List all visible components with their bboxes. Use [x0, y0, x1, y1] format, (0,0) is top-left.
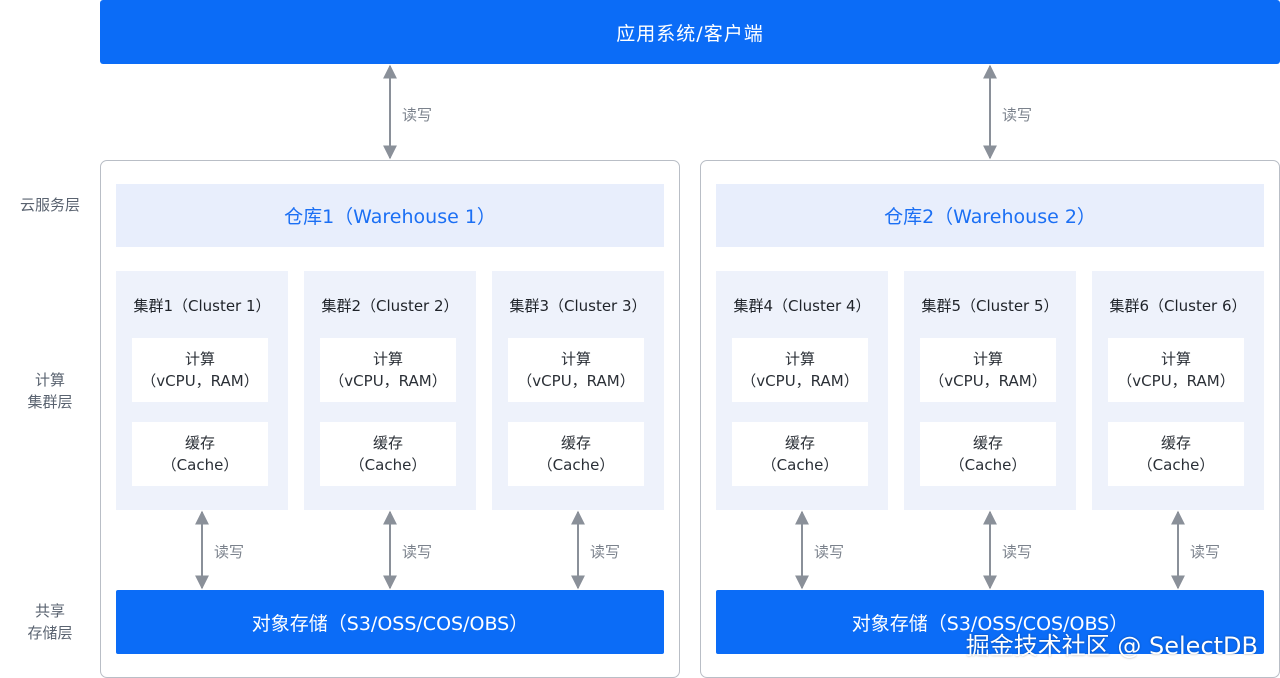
cache-detail: （Cache） [537, 456, 615, 474]
warehouse-1-header: 仓库1（Warehouse 1） [116, 184, 664, 247]
compute-detail: （vCPU，RAM） [1117, 372, 1235, 390]
cache-label: 缓存 [560, 434, 591, 452]
cache-detail: （Cache） [761, 456, 839, 474]
warehouse-2-title: 仓库2（Warehouse 2） [884, 206, 1096, 228]
rw-label-app-wh2: 读写 [1002, 106, 1033, 124]
compute-label: 计算 [372, 350, 403, 368]
cluster-1-compute: 计算 （vCPU，RAM） [132, 338, 268, 402]
cluster-1-title: 集群1（Cluster 1） [133, 297, 271, 315]
rw-label-app-wh1: 读写 [402, 106, 433, 124]
warehouse-1-storage-label: 对象存储（S3/OSS/COS/OBS） [251, 612, 529, 635]
layer-label-compute: 计算 集群层 [0, 369, 100, 413]
cache-detail: （Cache） [1137, 456, 1215, 474]
cache-detail: （Cache） [161, 456, 239, 474]
warehouse-2-storage-label: 对象存储（S3/OSS/COS/OBS） [851, 612, 1129, 635]
cluster-4-cache: 缓存 （Cache） [732, 422, 868, 486]
cache-detail: （Cache） [349, 456, 427, 474]
compute-label: 计算 [560, 350, 591, 368]
rw-label-cluster-1: 读写 [214, 543, 245, 561]
rw-label-cluster-6: 读写 [1190, 543, 1221, 561]
cache-label: 缓存 [1160, 434, 1191, 452]
cluster-6-title: 集群6（Cluster 6） [1109, 297, 1247, 315]
rw-label-cluster-4: 读写 [814, 543, 845, 561]
cluster-1-cache: 缓存 （Cache） [132, 422, 268, 486]
cluster-3-compute: 计算 （vCPU，RAM） [508, 338, 644, 402]
layer-compute-line2: 集群层 [27, 393, 73, 411]
warehouse-1-title: 仓库1（Warehouse 1） [284, 206, 496, 228]
layer-storage-line2: 存储层 [27, 624, 73, 642]
cluster-3-cache: 缓存 （Cache） [508, 422, 644, 486]
cluster-2-title: 集群2（Cluster 2） [321, 297, 459, 315]
cluster-6-compute: 计算 （vCPU，RAM） [1108, 338, 1244, 402]
layer-label-storage: 共享 存储层 [0, 600, 100, 644]
cluster-6: 集群6（Cluster 6） 计算 （vCPU，RAM） 缓存 （Cache） [1092, 271, 1264, 510]
compute-label: 计算 [972, 350, 1003, 368]
compute-detail: （vCPU，RAM） [329, 372, 447, 390]
warehouse-2-object-storage: 对象存储（S3/OSS/COS/OBS） [716, 590, 1264, 654]
app-system-client-bar: 应用系统/客户端 [100, 0, 1280, 64]
rw-label-cluster-5: 读写 [1002, 543, 1033, 561]
rw-label-cluster-2: 读写 [402, 543, 433, 561]
cluster-5: 集群5（Cluster 5） 计算 （vCPU，RAM） 缓存 （Cache） [904, 271, 1076, 510]
cluster-2: 集群2（Cluster 2） 计算 （vCPU，RAM） 缓存 （Cache） [304, 271, 476, 510]
cluster-2-compute: 计算 （vCPU，RAM） [320, 338, 456, 402]
cache-detail: （Cache） [949, 456, 1027, 474]
cluster-1: 集群1（Cluster 1） 计算 （vCPU，RAM） 缓存 （Cache） [116, 271, 288, 510]
layer-service-text: 云服务层 [19, 196, 80, 214]
cluster-3: 集群3（Cluster 3） 计算 （vCPU，RAM） 缓存 （Cache） [492, 271, 664, 510]
cluster-3-title: 集群3（Cluster 3） [509, 297, 647, 315]
compute-label: 计算 [784, 350, 815, 368]
layer-storage-line1: 共享 [34, 602, 65, 620]
warehouse-1-object-storage: 对象存储（S3/OSS/COS/OBS） [116, 590, 664, 654]
compute-detail: （vCPU，RAM） [929, 372, 1047, 390]
cluster-2-cache: 缓存 （Cache） [320, 422, 456, 486]
cluster-5-cache: 缓存 （Cache） [920, 422, 1056, 486]
app-bar-label: 应用系统/客户端 [616, 22, 764, 45]
watermark: 掘金技术社区 @ SelectDB [965, 632, 1258, 660]
cluster-5-title: 集群5（Cluster 5） [921, 297, 1059, 315]
cluster-4: 集群4（Cluster 4） 计算 （vCPU，RAM） 缓存 （Cache） [716, 271, 888, 510]
cache-label: 缓存 [972, 434, 1003, 452]
rw-label-cluster-3: 读写 [590, 543, 621, 561]
compute-detail: （vCPU，RAM） [741, 372, 859, 390]
cache-label: 缓存 [372, 434, 403, 452]
layer-label-service: 云服务层 [0, 194, 100, 216]
cluster-5-compute: 计算 （vCPU，RAM） [920, 338, 1056, 402]
cluster-4-compute: 计算 （vCPU，RAM） [732, 338, 868, 402]
compute-label: 计算 [1160, 350, 1191, 368]
warehouse-2-header: 仓库2（Warehouse 2） [716, 184, 1264, 247]
cluster-6-cache: 缓存 （Cache） [1108, 422, 1244, 486]
compute-detail: （vCPU，RAM） [141, 372, 259, 390]
compute-detail: （vCPU，RAM） [517, 372, 635, 390]
cache-label: 缓存 [184, 434, 215, 452]
layer-compute-line1: 计算 [34, 371, 65, 389]
cluster-4-title: 集群4（Cluster 4） [733, 297, 871, 315]
compute-label: 计算 [184, 350, 215, 368]
cache-label: 缓存 [784, 434, 815, 452]
